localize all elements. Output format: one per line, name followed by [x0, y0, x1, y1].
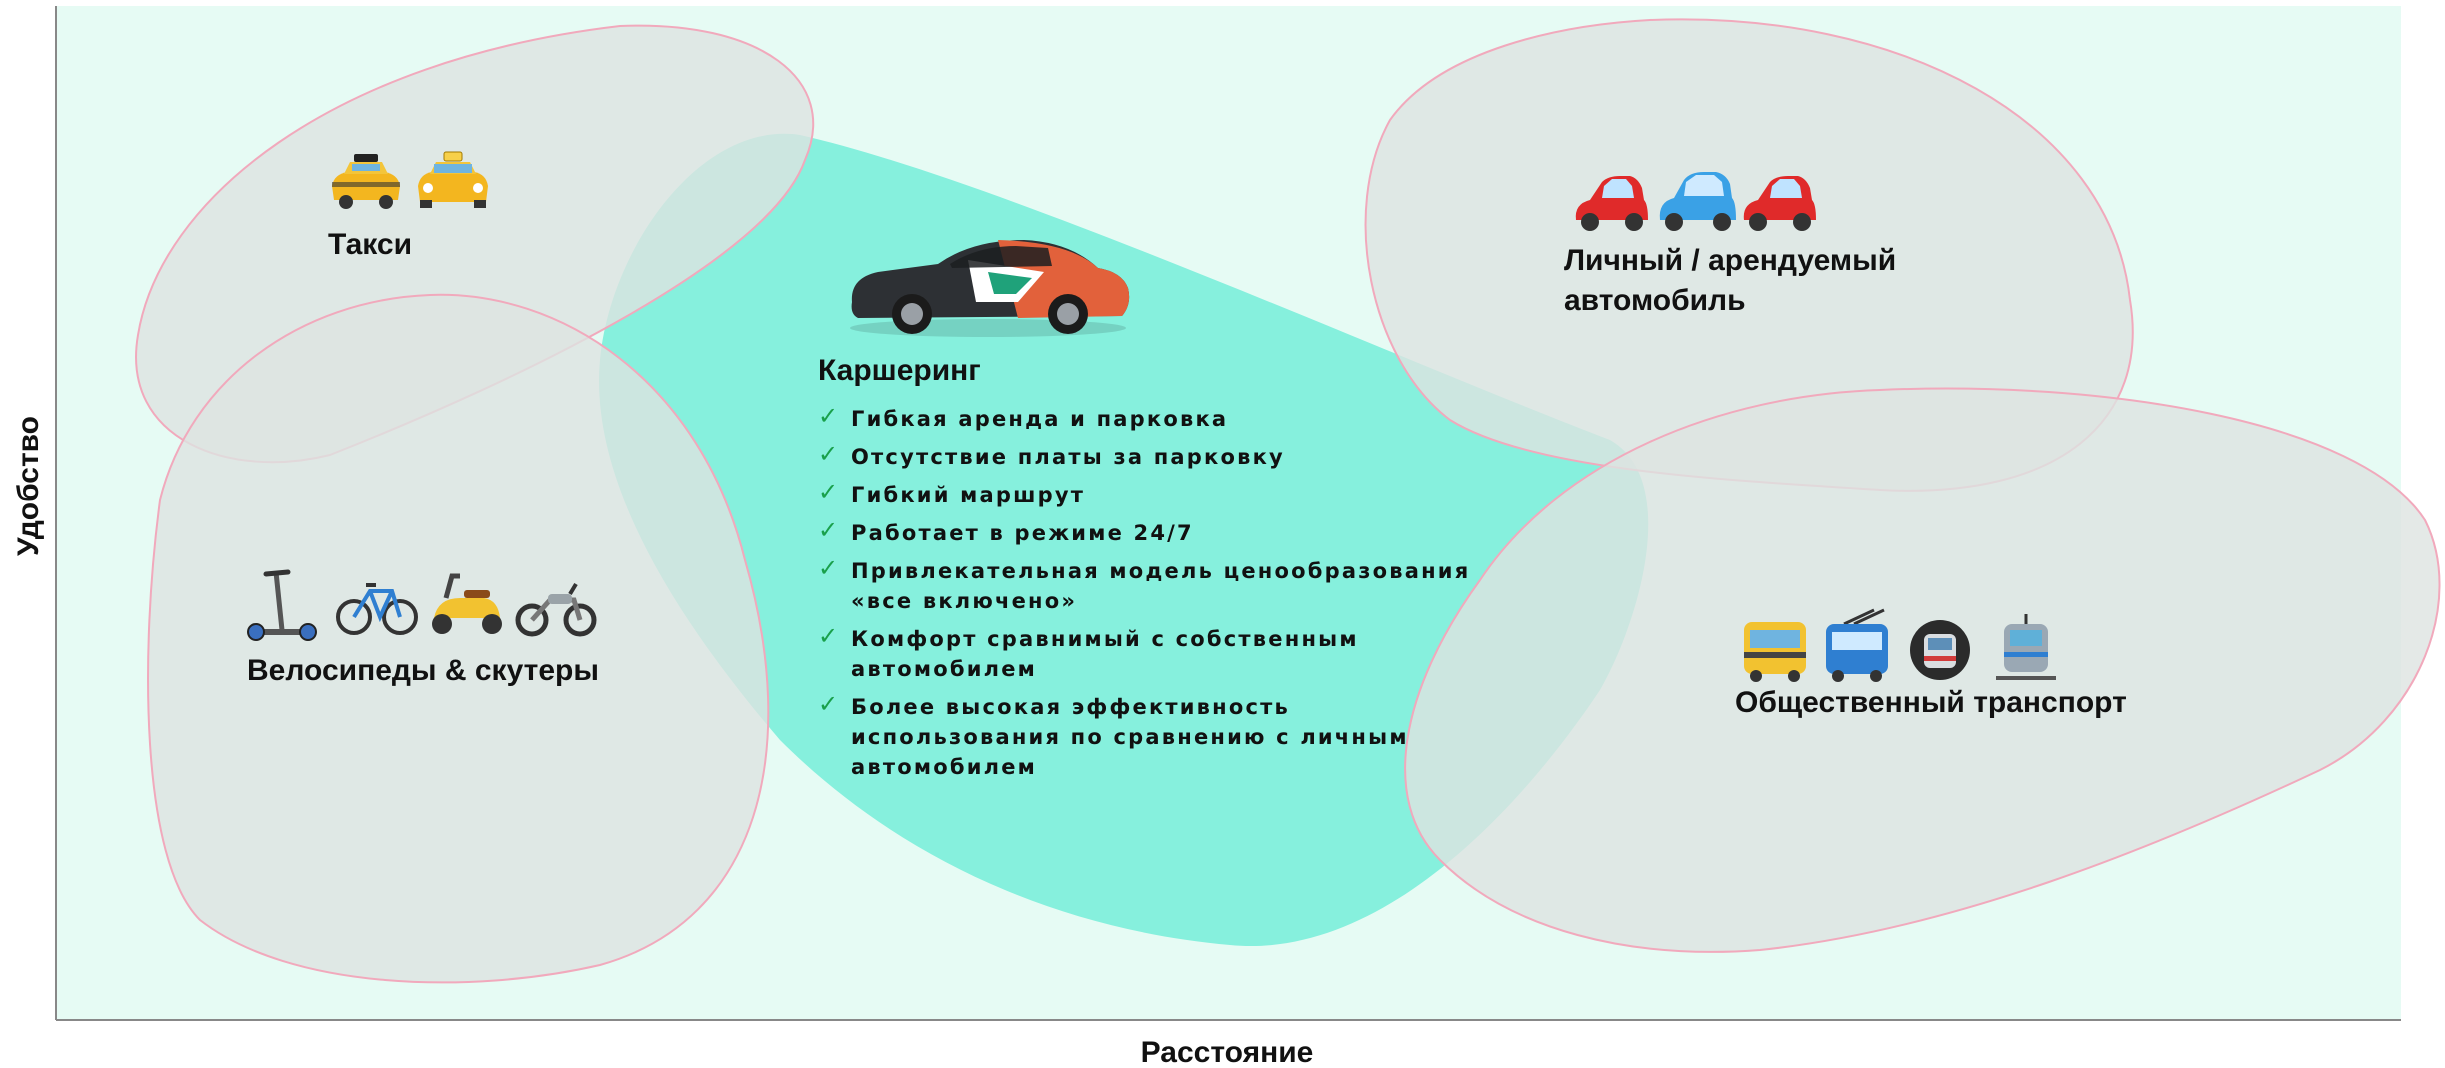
carsharing-car-icon: [850, 240, 1130, 337]
y-axis-label: Удобство: [12, 416, 45, 556]
carsharing-feature-item: ✓ Гибкий маршрут: [818, 478, 1085, 507]
carsharing-feature-text: Работает в режиме 24/7: [851, 521, 1194, 545]
check-icon: ✓: [818, 554, 838, 582]
red-car-icon: [1575, 176, 1648, 231]
carsharing-feature-item: ✓ Привлекательная модель ценообразования «…: [818, 554, 1470, 613]
red-car-icon: [1743, 176, 1816, 231]
public-transport-label: Общественный транспорт: [1735, 686, 2127, 719]
check-icon: ✓: [818, 478, 838, 506]
motorcycle-icon: [515, 582, 597, 637]
check-icon: ✓: [818, 440, 838, 468]
tram-icon: [1996, 614, 2056, 680]
carsharing-feature-text: Комфорт сравнимый с собственным: [851, 627, 1359, 651]
trolleybus-icon: [1826, 608, 1888, 682]
taxi-front-icon: [418, 151, 488, 208]
carsharing-label: Каршеринг: [818, 354, 981, 387]
carsharing-feature-text: автомобилем: [851, 755, 1037, 779]
bikes-region: [147, 293, 770, 984]
carsharing-feature-text: Привлекательная модель ценообразования: [851, 559, 1470, 583]
blue-car-icon: [1659, 172, 1736, 231]
carsharing-feature-text: Гибкий маршрут: [851, 483, 1085, 507]
private-car-label-line-1: Личный / арендуемый: [1564, 244, 1896, 277]
check-icon: ✓: [818, 516, 838, 544]
carsharing-feature-item: ✓ Комфорт сравнимый с собственным автомоби…: [818, 622, 1359, 681]
carsharing-feature-text: Более высокая эффективность: [851, 695, 1290, 719]
carsharing-feature-text: использования по сравнению с личным: [851, 725, 1409, 749]
private-car-label-line-2: автомобиль: [1564, 284, 1746, 317]
carsharing-feature-item: ✓ Гибкая аренда и парковка: [818, 402, 1228, 431]
x-axis-label: Расстояние: [1141, 1036, 1314, 1068]
check-icon: ✓: [818, 622, 838, 650]
carsharing-feature-item: ✓ Более высокая эффективность использовани…: [818, 690, 1409, 779]
carsharing-feature-item: ✓ Отсутствие платы за парковку: [818, 440, 1285, 469]
carsharing-feature-text: Гибкая аренда и парковка: [851, 407, 1228, 431]
carsharing-feature-item: ✓ Работает в режиме 24/7: [818, 516, 1194, 545]
carsharing-feature-text: автомобилем: [851, 657, 1037, 681]
check-icon: ✓: [818, 690, 838, 718]
carsharing-feature-text: «все включено»: [851, 589, 1077, 613]
bus-icon: [1744, 622, 1806, 682]
carsharing-region: [599, 133, 1649, 947]
metro-icon: [1910, 620, 1970, 680]
taxi-icon: [332, 154, 400, 209]
carsharing-feature-list: ✓ Гибкая аренда и парковка ✓ Отсутствие пла…: [818, 402, 1470, 779]
motor-scooter-icon: [432, 573, 502, 634]
taxi-label: Такси: [328, 228, 412, 261]
check-icon: ✓: [818, 402, 838, 430]
bicycle-icon: [336, 583, 418, 635]
carsharing-feature-text: Отсутствие платы за парковку: [851, 445, 1285, 469]
bikes-label: Велосипеды & скутеры: [247, 654, 599, 687]
kick-scooter-icon: [247, 569, 317, 641]
